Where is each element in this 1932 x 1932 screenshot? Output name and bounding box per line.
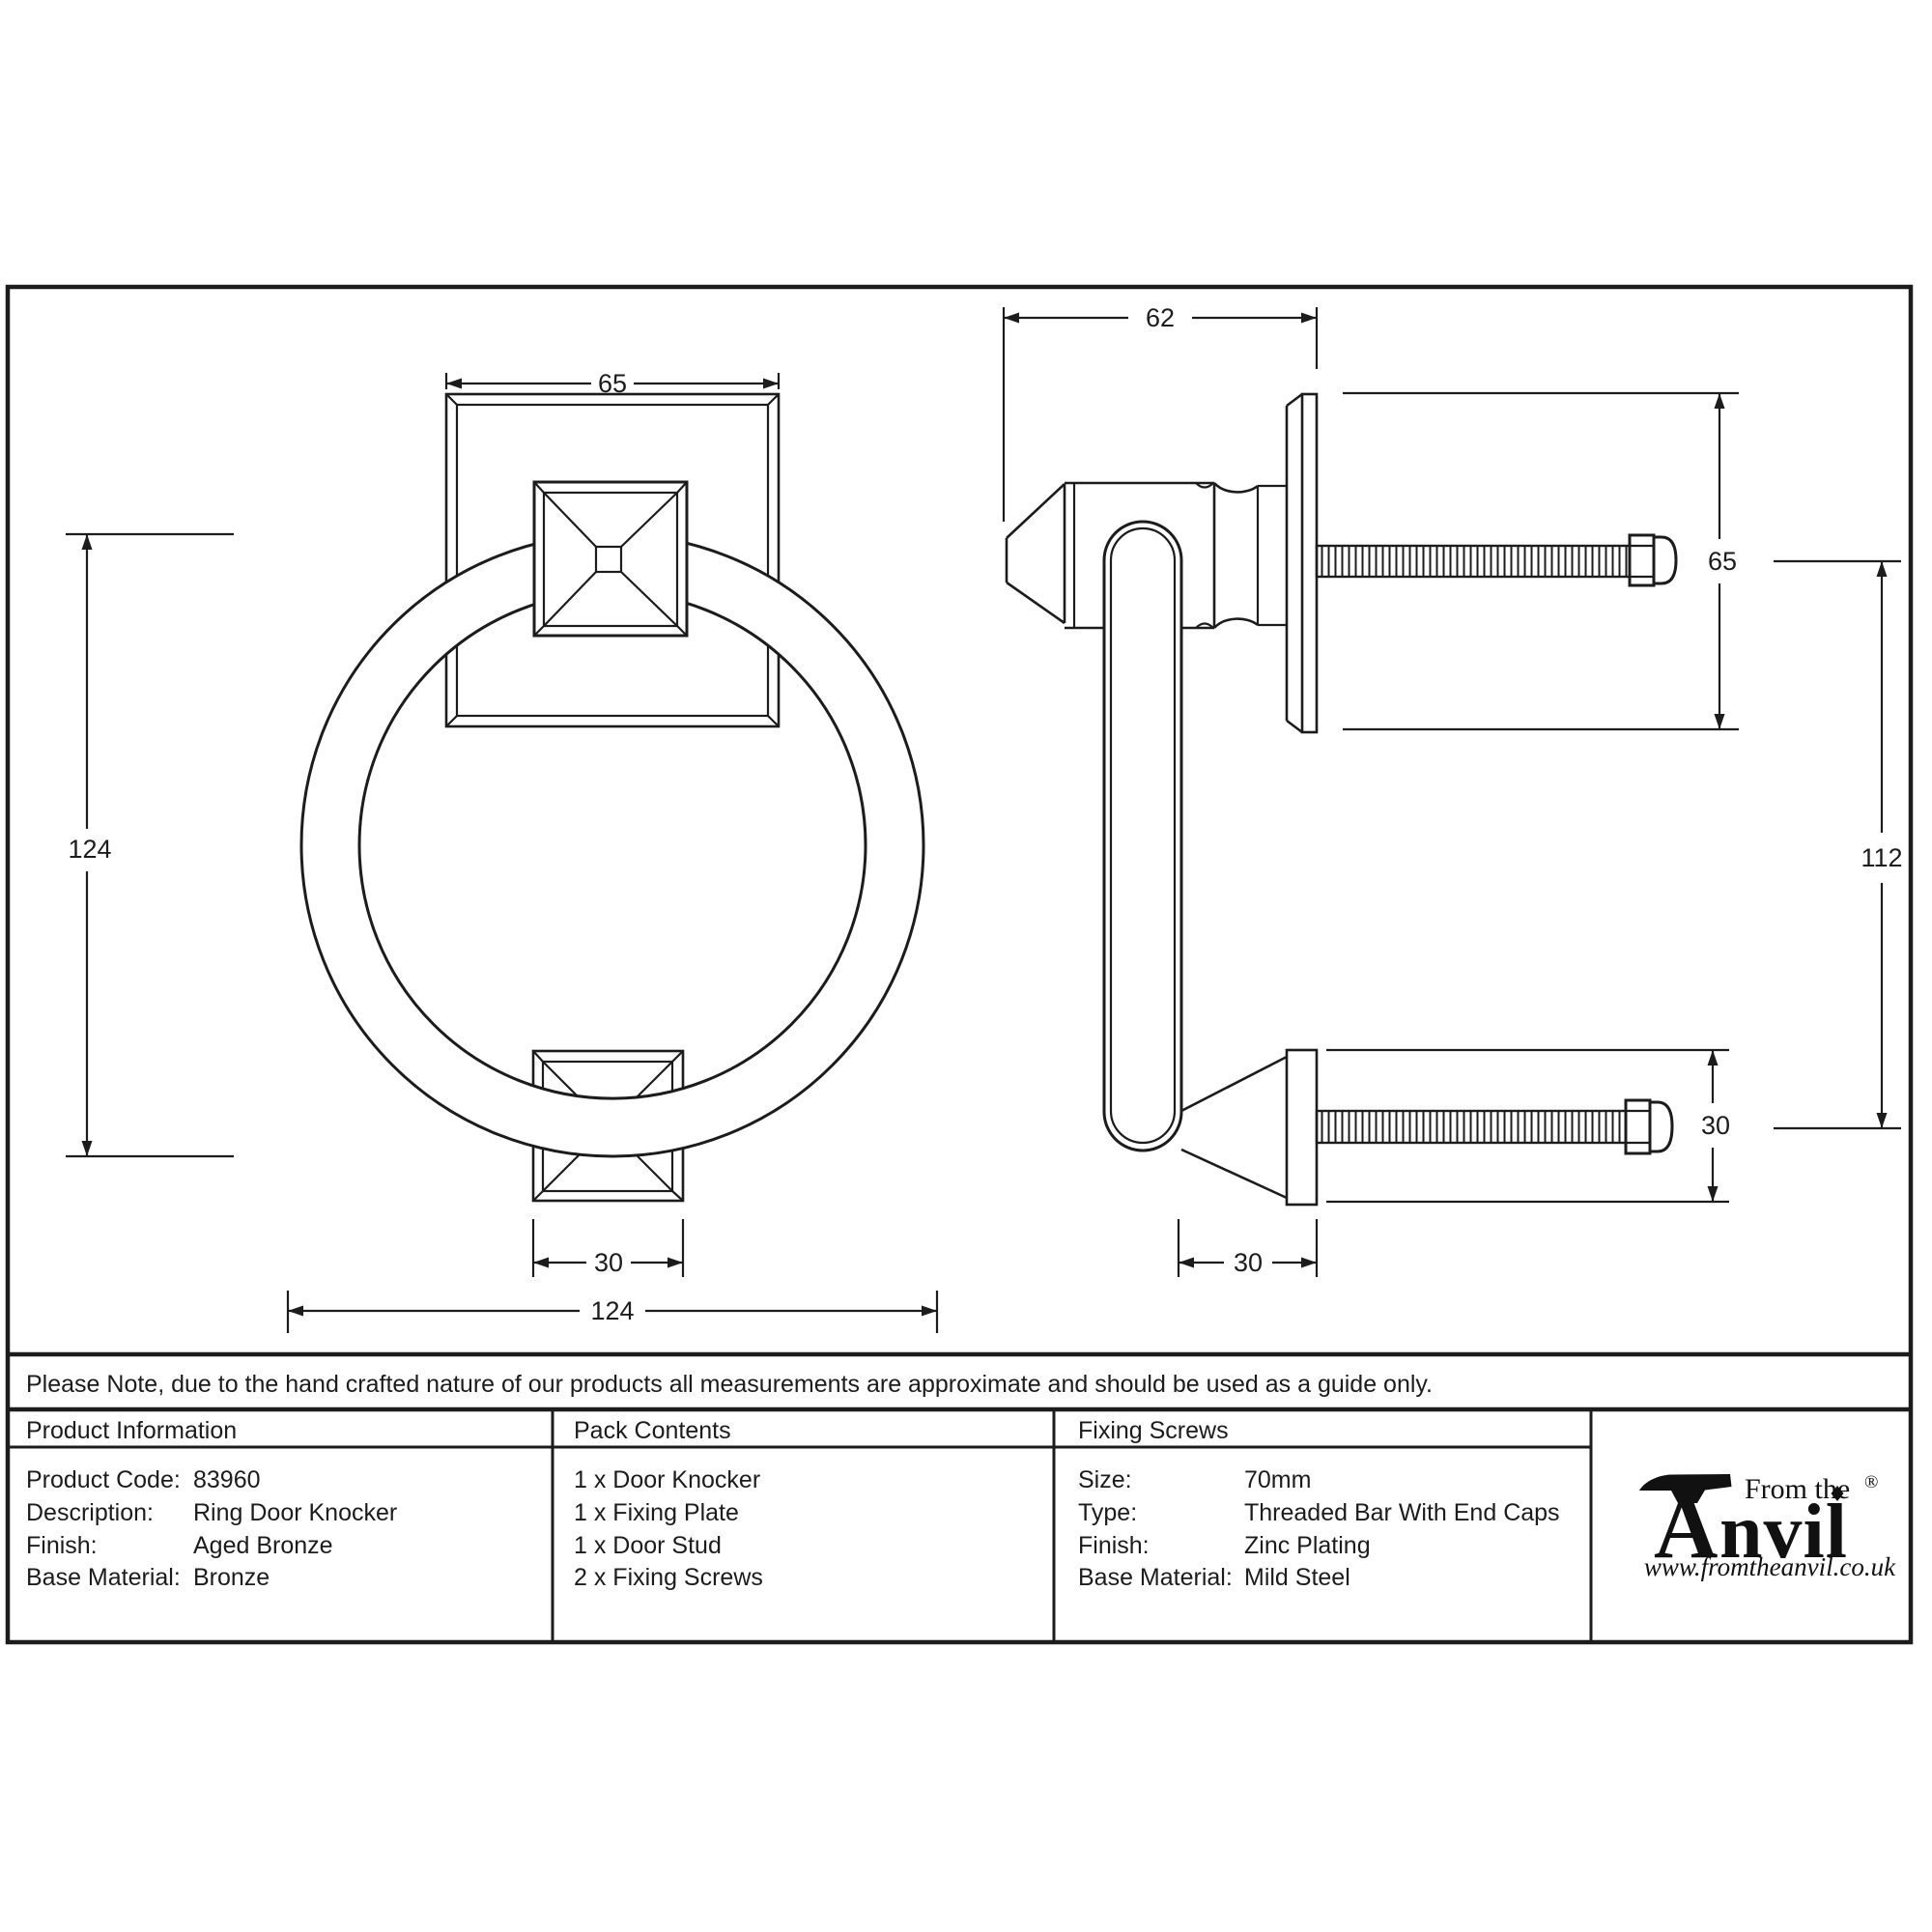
row-value: Ring Door Knocker [193,1499,397,1526]
row-value: 83960 [193,1466,261,1493]
dim-side-plate-height-65: 65 [1343,391,1739,731]
dim-label-124-left: 124 [68,835,111,864]
pack-item: 1 x Door Knocker [574,1466,760,1493]
logo-tagline: From the [1745,1473,1850,1505]
row-label: Size: [1078,1466,1132,1493]
pack-item: 2 x Fixing Screws [574,1564,763,1591]
side-fixing-plate [1285,392,1319,734]
row-label: Product Code: [26,1466,181,1493]
col-header-fixing-screws: Fixing Screws [1078,1417,1229,1444]
logo-diamond-icon [1831,1486,1844,1501]
row-value: Aged Bronze [193,1532,333,1559]
logo-text-nvil: nvil [1719,1490,1848,1575]
side-door-stud [1180,1048,1319,1207]
brand-logo-cell: A nvil From the ® www.fromtheanvil.co.uk [1639,1472,1896,1581]
dim-side-stud-depth-30: 30 [1177,1219,1319,1277]
note-row: Please Note, due to the hand crafted nat… [8,1351,1911,1412]
row-label: Finish: [26,1532,98,1559]
logo-letter-a: A [1654,1478,1718,1577]
dim-label-112: 112 [1861,843,1902,872]
row-value: Mild Steel [1244,1564,1350,1591]
row-label: Base Material: [26,1564,181,1591]
table-col-product-information: Product Information Product Code: 83960 … [26,1417,397,1591]
col-header-pack-contents: Pack Contents [574,1417,731,1444]
dim-side-stud-plate-height-30: 30 [1326,1048,1730,1204]
row-value: Bronze [193,1564,270,1591]
side-view-ring-door-knocker [1005,392,1678,1207]
dim-front-plate-width-65: 65 [444,369,781,398]
row-value: Threaded Bar With End Caps [1244,1499,1560,1526]
row-label: Finish: [1078,1532,1150,1559]
side-top-threaded-bar [1315,533,1678,587]
side-bottom-threaded-bar [1315,1098,1674,1155]
drawing-border [5,284,1914,1645]
note-text: Please Note, due to the hand crafted nat… [26,1371,1433,1398]
dim-side-fixing-centres-112: 112 [1774,559,1903,1130]
table-col-pack-contents: Pack Contents 1 x Door Knocker 1 x Fixin… [574,1417,763,1591]
dim-label-30-front: 30 [594,1248,623,1277]
dim-label-62: 62 [1146,303,1175,332]
dim-front-stud-width-30: 30 [531,1219,685,1277]
front-backplate [444,392,781,728]
row-value: Zinc Plating [1244,1532,1371,1559]
front-view-ring-door-knocker [299,392,925,1203]
dim-label-124-bottom: 124 [590,1296,634,1325]
front-pyramid-boss [532,480,689,638]
front-ring [299,532,925,1158]
dim-side-depth-62: 62 [1002,303,1319,522]
pack-item: 1 x Fixing Plate [574,1499,739,1526]
logo-url: www.fromtheanvil.co.uk [1644,1552,1896,1581]
dim-front-overall-width-124: 124 [286,1291,939,1333]
spec-table: Product Information Product Code: 83960 … [8,1409,1896,1642]
side-ring-shank [1102,520,1183,1152]
col-header-product-information: Product Information [26,1417,237,1444]
anvil-icon [1639,1474,1732,1503]
row-label: Type: [1078,1499,1137,1526]
dim-label-65-top: 65 [598,369,627,398]
dim-label-30-bottom: 30 [1234,1248,1263,1277]
table-col-fixing-screws: Fixing Screws Size: 70mm Type: Threaded … [1078,1417,1560,1591]
row-label: Base Material: [1078,1564,1233,1591]
dim-front-overall-height-124: 124 [66,532,234,1158]
logo-registered-mark: ® [1864,1472,1878,1492]
pack-item: 1 x Door Stud [574,1532,722,1559]
row-label: Description: [26,1499,154,1526]
dim-label-30-right: 30 [1701,1111,1730,1140]
dim-label-65-right: 65 [1708,547,1737,576]
row-value: 70mm [1244,1466,1311,1493]
